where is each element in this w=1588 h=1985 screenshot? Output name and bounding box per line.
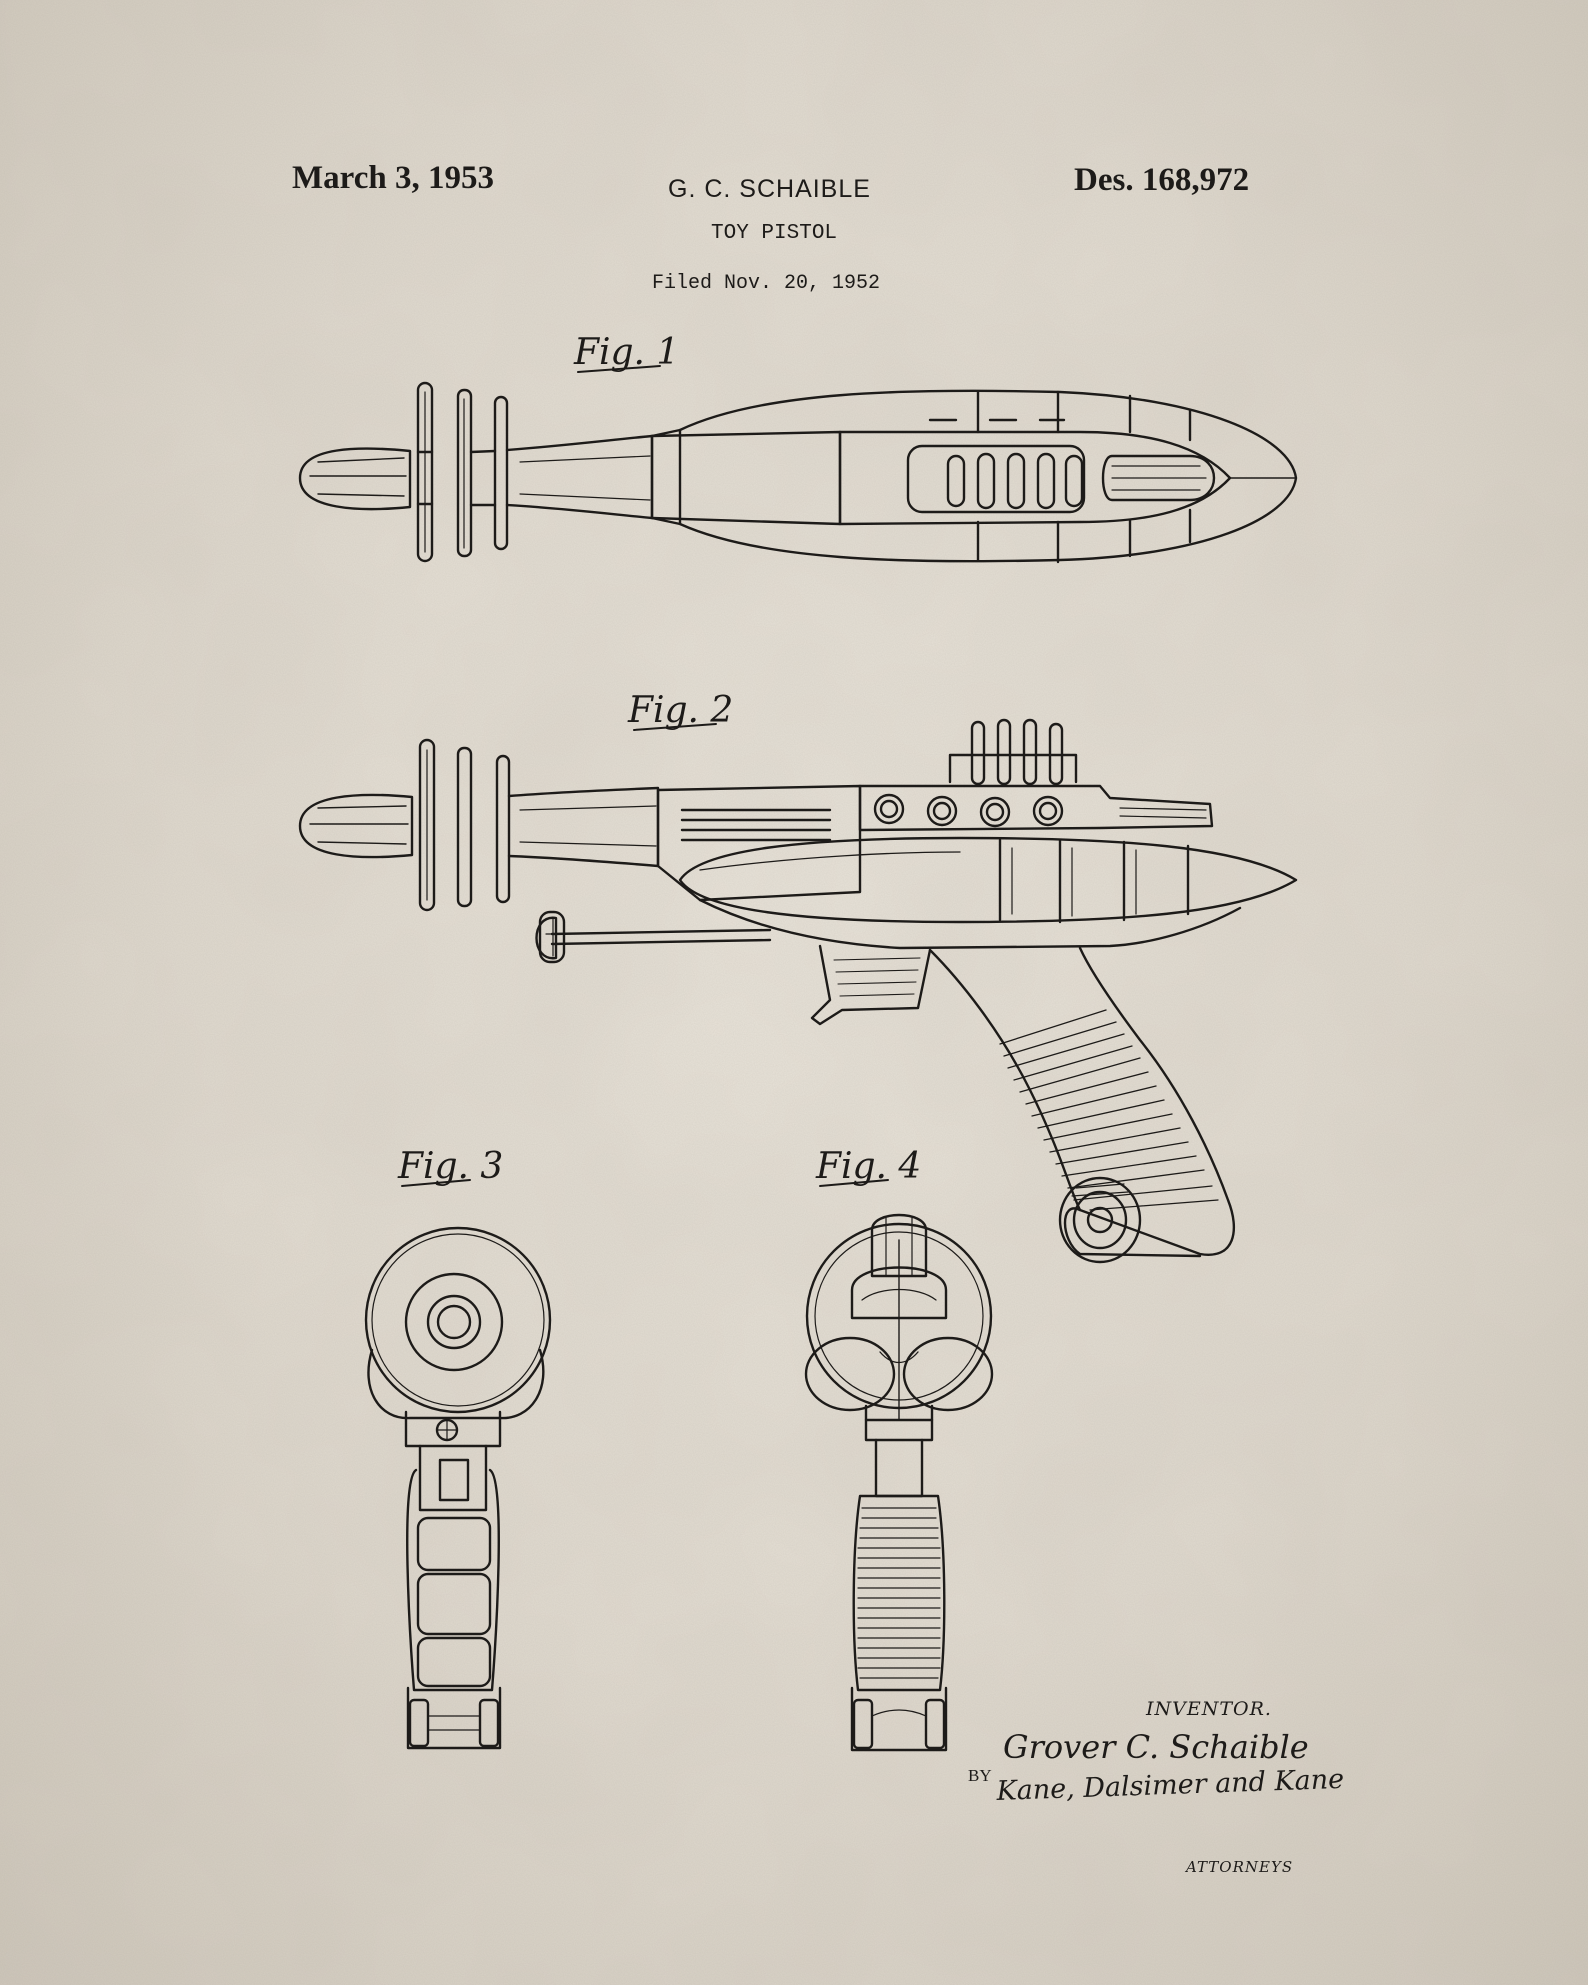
figure-1-label: Fig. 1 — [573, 332, 679, 373]
inventor-label: INVENTOR. — [1146, 1698, 1272, 1720]
inventor-signature: Grover C. Schaible — [1003, 1728, 1309, 1766]
figure-3-label: Fig. 3 — [397, 1146, 503, 1187]
figure-2-label: Fig. 2 — [627, 690, 733, 731]
figure-2-side-view: Fig. 2 — [298, 690, 1298, 1264]
figure-4-rear-view: Fig. 4 — [804, 1146, 994, 1752]
patent-title: TOY PISTOL — [711, 222, 838, 245]
attorneys-label: ATTORNEYS — [1186, 1858, 1294, 1876]
filing-date: Filed Nov. 20, 1952 — [652, 272, 881, 295]
figure-3-front-view: Fig. 3 — [364, 1146, 552, 1750]
by-label: BY — [968, 1766, 992, 1785]
figure-1-top-view: Fig. 1 — [298, 332, 1298, 564]
inventor-short-name: G. C. SCHAIBLE — [668, 175, 871, 203]
figure-4-label: Fig. 4 — [815, 1146, 921, 1187]
patent-date: March 3, 1953 — [292, 160, 494, 196]
patent-number: Des. 168,972 — [1074, 162, 1250, 198]
